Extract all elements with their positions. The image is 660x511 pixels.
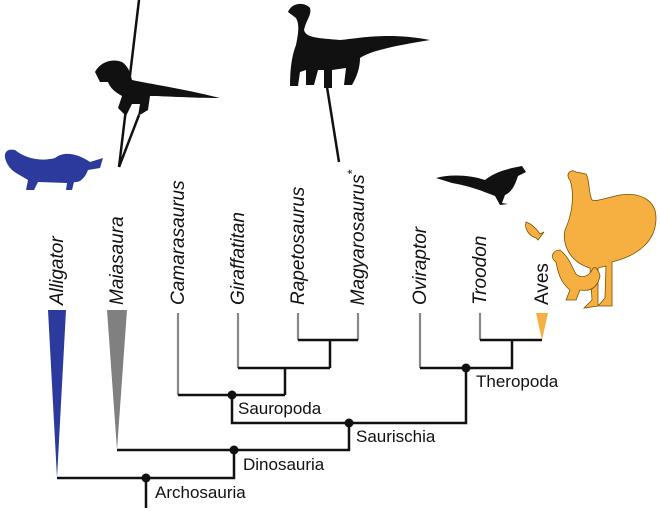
taxon-magyarosaurus: Magyarosaurus* [343,168,369,305]
alligator-wedge [48,310,66,478]
clade-dinosauria: Dinosauria [243,455,325,474]
taxon-oviraptor: Oviraptor [410,226,431,305]
maiasaura-pointer [117,0,141,168]
tip-branches [176,313,482,395]
taxon-alligator: Alligator [47,236,68,305]
aves-silhouettes [525,170,657,309]
sauropoda-node [227,390,237,400]
magyarosaurus-silhouette [288,3,430,88]
taxon-giraffatitan: Giraffatitan [228,212,249,305]
archosauria-node [141,473,151,483]
taxon-troodon: Troodon [470,235,491,305]
taxon-rapetosaurus: Rapetosaurus [288,186,309,305]
clade-theropoda: Theropoda [476,372,559,391]
clade-saurischia: Saurischia [356,427,436,446]
dinosauria-node [229,445,239,455]
magyarosaurus-pointer [325,86,341,163]
node-dots [141,363,471,483]
theropoda-node [461,363,471,373]
maiasaura-silhouette [95,60,220,116]
taxon-magyarosaurus-label: Magyarosaurus [348,174,369,305]
aves-wedge [536,313,548,340]
maiasaura-wedge [107,310,127,450]
asterisk-mark: * [344,168,360,175]
taxon-maiasaura: Maiasaura [107,216,128,305]
microraptor-silhouette [436,166,526,205]
taxon-aves: Aves [532,263,553,305]
taxon-camarasaurus: Camarasaurus [168,180,189,305]
alligator-silhouette [4,149,103,190]
saurischia-node [344,418,354,428]
clade-sauropoda: Sauropoda [238,399,322,418]
clade-archosauria: Archosauria [155,483,246,502]
